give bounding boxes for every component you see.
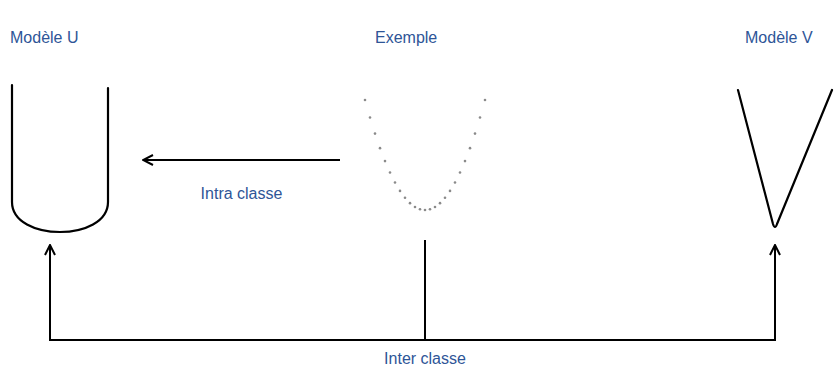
sample-dot	[479, 116, 482, 119]
model-u: Modèle U	[5, 22, 143, 245]
shape-drawing	[5, 22, 143, 245]
sample-dot	[439, 202, 442, 205]
sample-dot	[379, 147, 382, 150]
sample-dot	[399, 190, 402, 193]
connector-arrow	[143, 159, 340, 161]
sample-dot	[469, 147, 472, 150]
sample-dot	[434, 206, 437, 209]
connector-arrow	[425, 240, 775, 340]
example-shape: Exemple	[340, 22, 510, 240]
sample-dot	[424, 209, 427, 212]
sample-dot	[419, 208, 422, 211]
sample-dot	[464, 160, 467, 163]
letter-outline	[12, 85, 108, 232]
edge-label: Intra classe	[198, 184, 286, 204]
sample-dot	[459, 171, 462, 174]
sample-dot	[374, 132, 377, 135]
sample-dot	[414, 206, 417, 209]
sample-dot	[454, 181, 457, 184]
sample-dot	[389, 171, 392, 174]
shape-drawing	[340, 22, 510, 240]
model-heading: Exemple	[375, 28, 437, 48]
sample-dot	[474, 132, 477, 135]
sample-dot	[394, 181, 397, 184]
sample-dot	[364, 99, 367, 102]
model-heading: Modèle U	[10, 28, 78, 48]
sample-dot	[484, 99, 487, 102]
sample-dot	[404, 196, 407, 199]
model-heading: Modèle V	[745, 28, 813, 48]
model-v: Modèle V	[728, 22, 834, 245]
sample-dot	[384, 160, 387, 163]
sample-dot	[409, 202, 412, 205]
sample-dot	[369, 116, 372, 119]
letter-outline	[738, 90, 832, 227]
sample-dot	[444, 196, 447, 199]
edge-label: Inter classe	[381, 349, 469, 369]
sample-dot	[429, 208, 432, 211]
shape-drawing	[728, 22, 834, 245]
connector-arrow	[50, 240, 425, 340]
sample-dot	[449, 190, 452, 193]
